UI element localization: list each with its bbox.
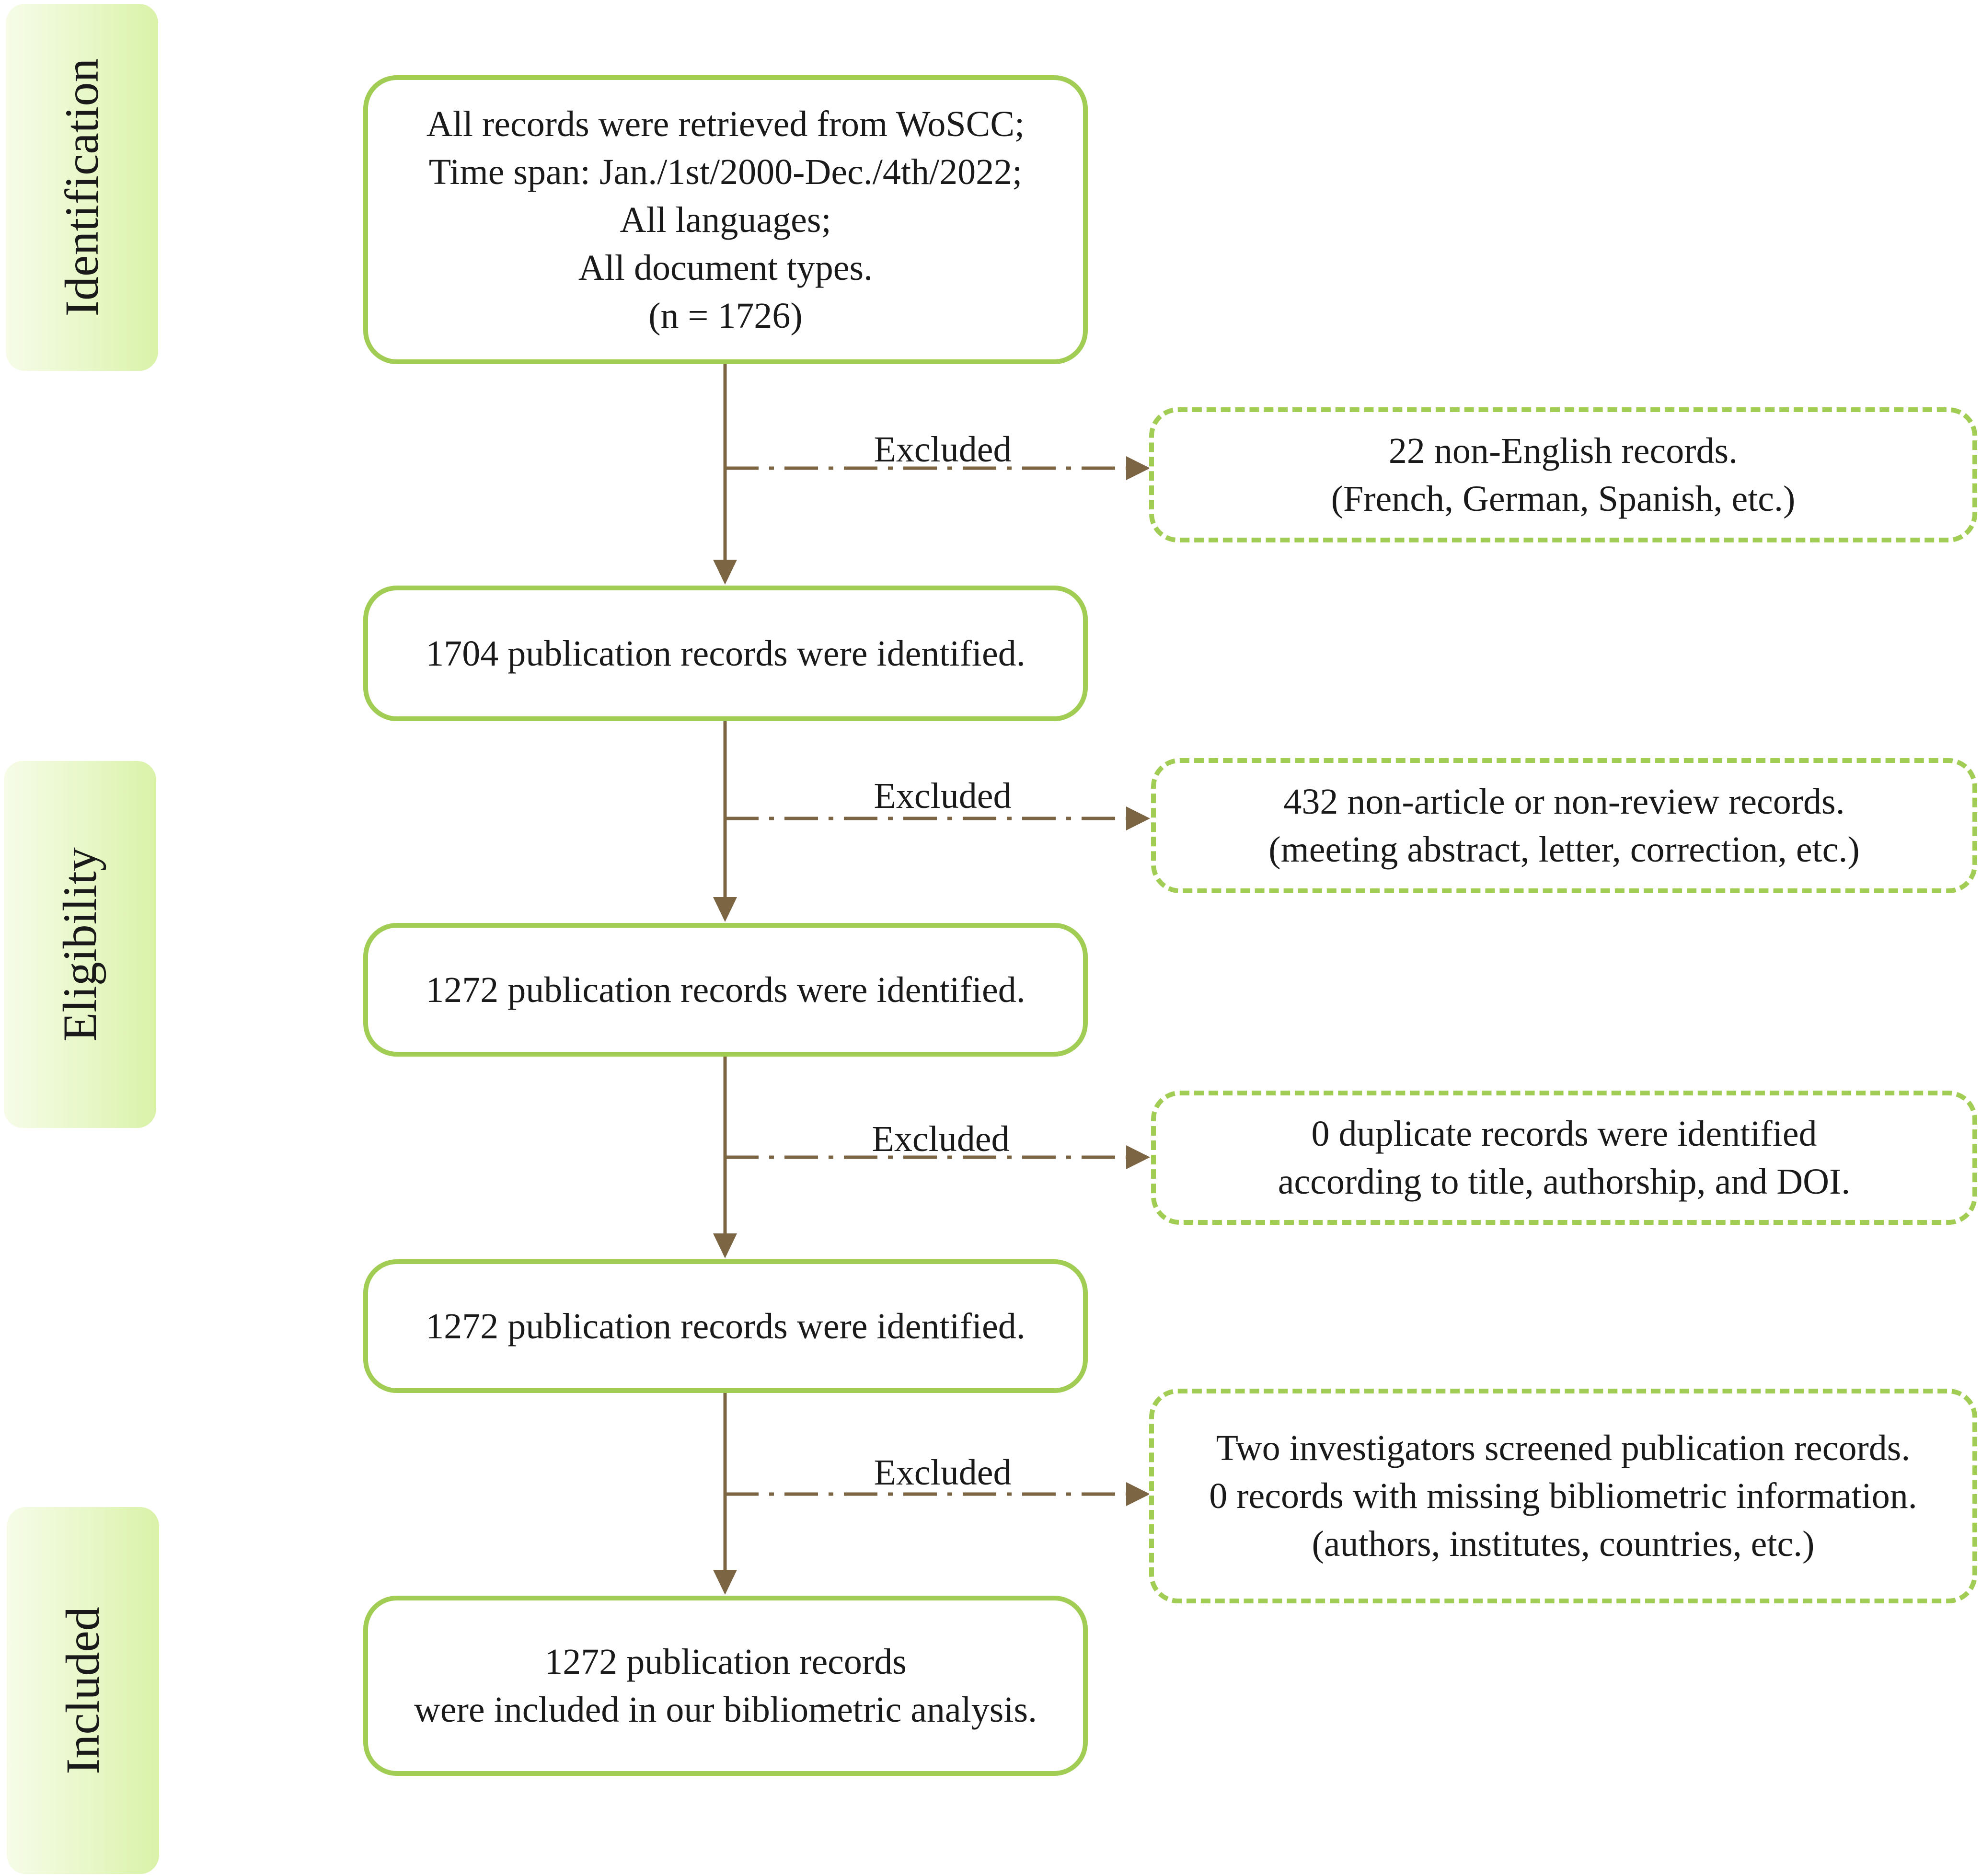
excluded-label-2: Excluded <box>874 776 1012 816</box>
phase-identification: Identification <box>6 4 158 371</box>
records-retrieved-line-4: All document types. <box>578 247 873 288</box>
phase-eligibility: Eligibility <box>4 761 156 1128</box>
arrowhead-down-1 <box>713 560 737 585</box>
exclusion-arrowhead-3 <box>1126 1145 1150 1169</box>
exclusion-4-line-3: (authors, institutes, countries, etc.) <box>1312 1524 1815 1564</box>
records-identified-3-line: 1272 publication records were identified… <box>426 1306 1026 1347</box>
records-included-box: 1272 publication records were included i… <box>363 1596 1088 1776</box>
exclusion-1-line-1: 22 non-English records. <box>1388 431 1738 471</box>
records-retrieved-line-3: All languages; <box>620 199 831 240</box>
records-identified-box-1: 1704 publication records were identified… <box>363 586 1088 721</box>
excluded-label-1: Excluded <box>874 429 1012 470</box>
arrowhead-down-2 <box>713 897 737 922</box>
exclusion-box-1: 22 non-English records. (French, German,… <box>1149 407 1977 542</box>
exclusion-2-line-2: (meeting abstract, letter, correction, e… <box>1268 829 1860 870</box>
excluded-label-3: Excluded <box>872 1119 1010 1159</box>
exclusion-3-line-1: 0 duplicate records were identified <box>1311 1114 1817 1154</box>
phase-included: Included <box>7 1507 159 1874</box>
excluded-label-4: Excluded <box>874 1452 1012 1493</box>
records-retrieved-line-1: All records were retrieved from WoSCC; <box>426 104 1025 144</box>
records-retrieved-line-5: (n = 1726) <box>648 295 803 336</box>
records-retrieved-box: All records were retrieved from WoSCC; T… <box>363 75 1088 364</box>
records-included-line-1: 1272 publication records <box>544 1642 907 1682</box>
arrowhead-down-3 <box>713 1233 737 1258</box>
records-retrieved-line-2: Time span: Jan./1st/2000-Dec./4th/2022; <box>428 151 1023 192</box>
records-identified-2-line: 1272 publication records were identified… <box>426 969 1026 1010</box>
exclusion-box-3: 0 duplicate records were identified acco… <box>1151 1091 1977 1225</box>
exclusion-arrowhead-4 <box>1126 1482 1150 1506</box>
exclusion-1-line-2: (French, German, Spanish, etc.) <box>1331 479 1796 519</box>
exclusion-4-line-2: 0 records with missing bibliometric info… <box>1209 1476 1917 1516</box>
exclusion-arrowhead-1 <box>1126 456 1150 480</box>
exclusion-4-line-1: Two investigators screened publication r… <box>1216 1428 1911 1468</box>
records-identified-box-2: 1272 publication records were identified… <box>363 923 1088 1057</box>
exclusion-3-line-2: according to title, authorship, and DOI. <box>1278 1162 1851 1202</box>
arrowhead-down-4 <box>713 1570 737 1595</box>
records-identified-box-3: 1272 publication records were identified… <box>363 1259 1088 1393</box>
exclusion-arrowhead-2 <box>1126 806 1150 830</box>
exclusion-2-line-1: 432 non-article or non-review records. <box>1283 782 1845 822</box>
records-included-line-2: were included in our bibliometric analys… <box>414 1690 1037 1730</box>
exclusion-box-4: Two investigators screened publication r… <box>1149 1389 1977 1603</box>
records-identified-1-line: 1704 publication records were identified… <box>426 633 1026 674</box>
exclusion-box-2: 432 non-article or non-review records. (… <box>1151 758 1977 893</box>
